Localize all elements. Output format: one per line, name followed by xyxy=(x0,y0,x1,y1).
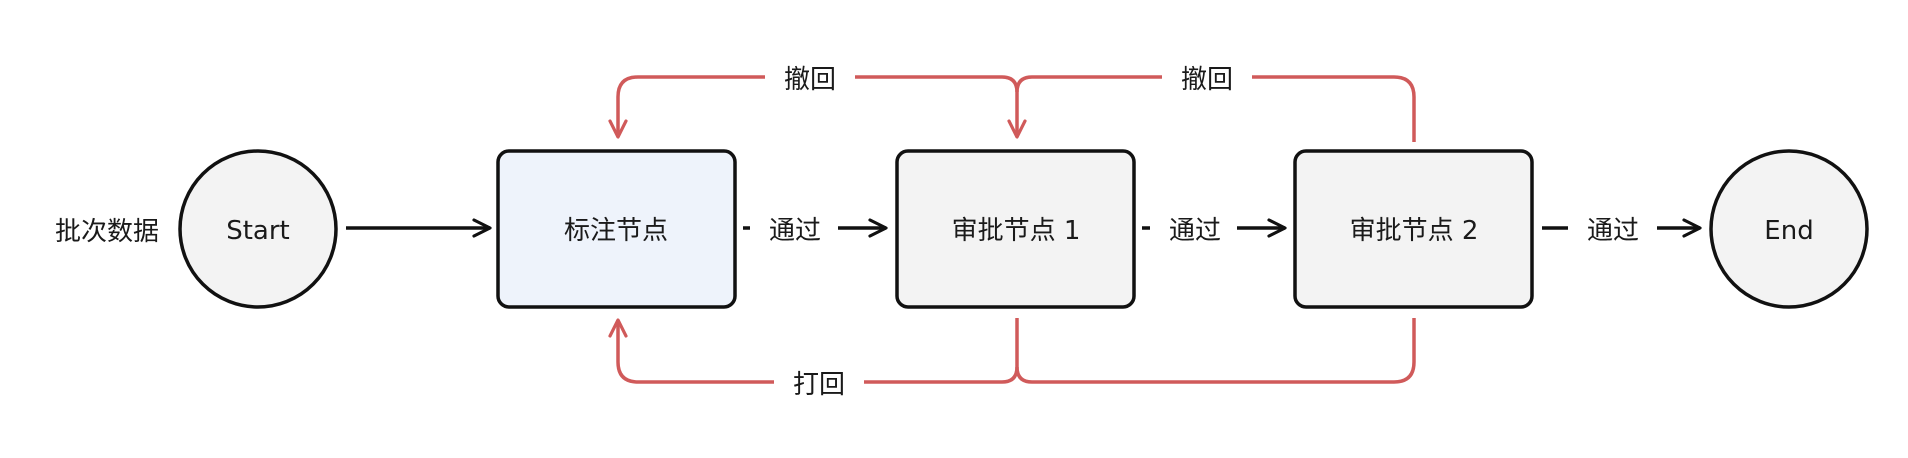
edge-pass-1-label: 通过 xyxy=(769,216,821,246)
input-label: 批次数据 xyxy=(55,217,159,247)
edge-withdraw-2-label: 撤回 xyxy=(1181,65,1233,95)
label-node-label: 标注节点 xyxy=(564,216,668,246)
approval-node-1: 审批节点 1 xyxy=(895,149,1136,309)
edge-reject-label: 打回 xyxy=(793,370,845,400)
edge-reject xyxy=(618,320,1002,384)
end-node-label: End xyxy=(1764,216,1813,246)
edge-pass-3-label: 通过 xyxy=(1587,216,1639,246)
edge-withdraw-1-label: 撤回 xyxy=(784,65,836,95)
edge-withdraw-2 xyxy=(1017,75,1416,142)
start-node-label: Start xyxy=(226,216,290,246)
approval-node-2-label: 审批节点 2 xyxy=(1350,216,1479,246)
edge-pass-2-label: 通过 xyxy=(1169,216,1221,246)
edge-reject-from-approval-2 xyxy=(1015,318,1416,384)
end-node: End xyxy=(1709,149,1869,309)
approval-node-2: 审批节点 2 xyxy=(1293,149,1534,309)
approval-node-1-label: 审批节点 1 xyxy=(952,216,1081,246)
label-node: 标注节点 xyxy=(496,149,737,309)
start-node: Start xyxy=(178,149,338,309)
